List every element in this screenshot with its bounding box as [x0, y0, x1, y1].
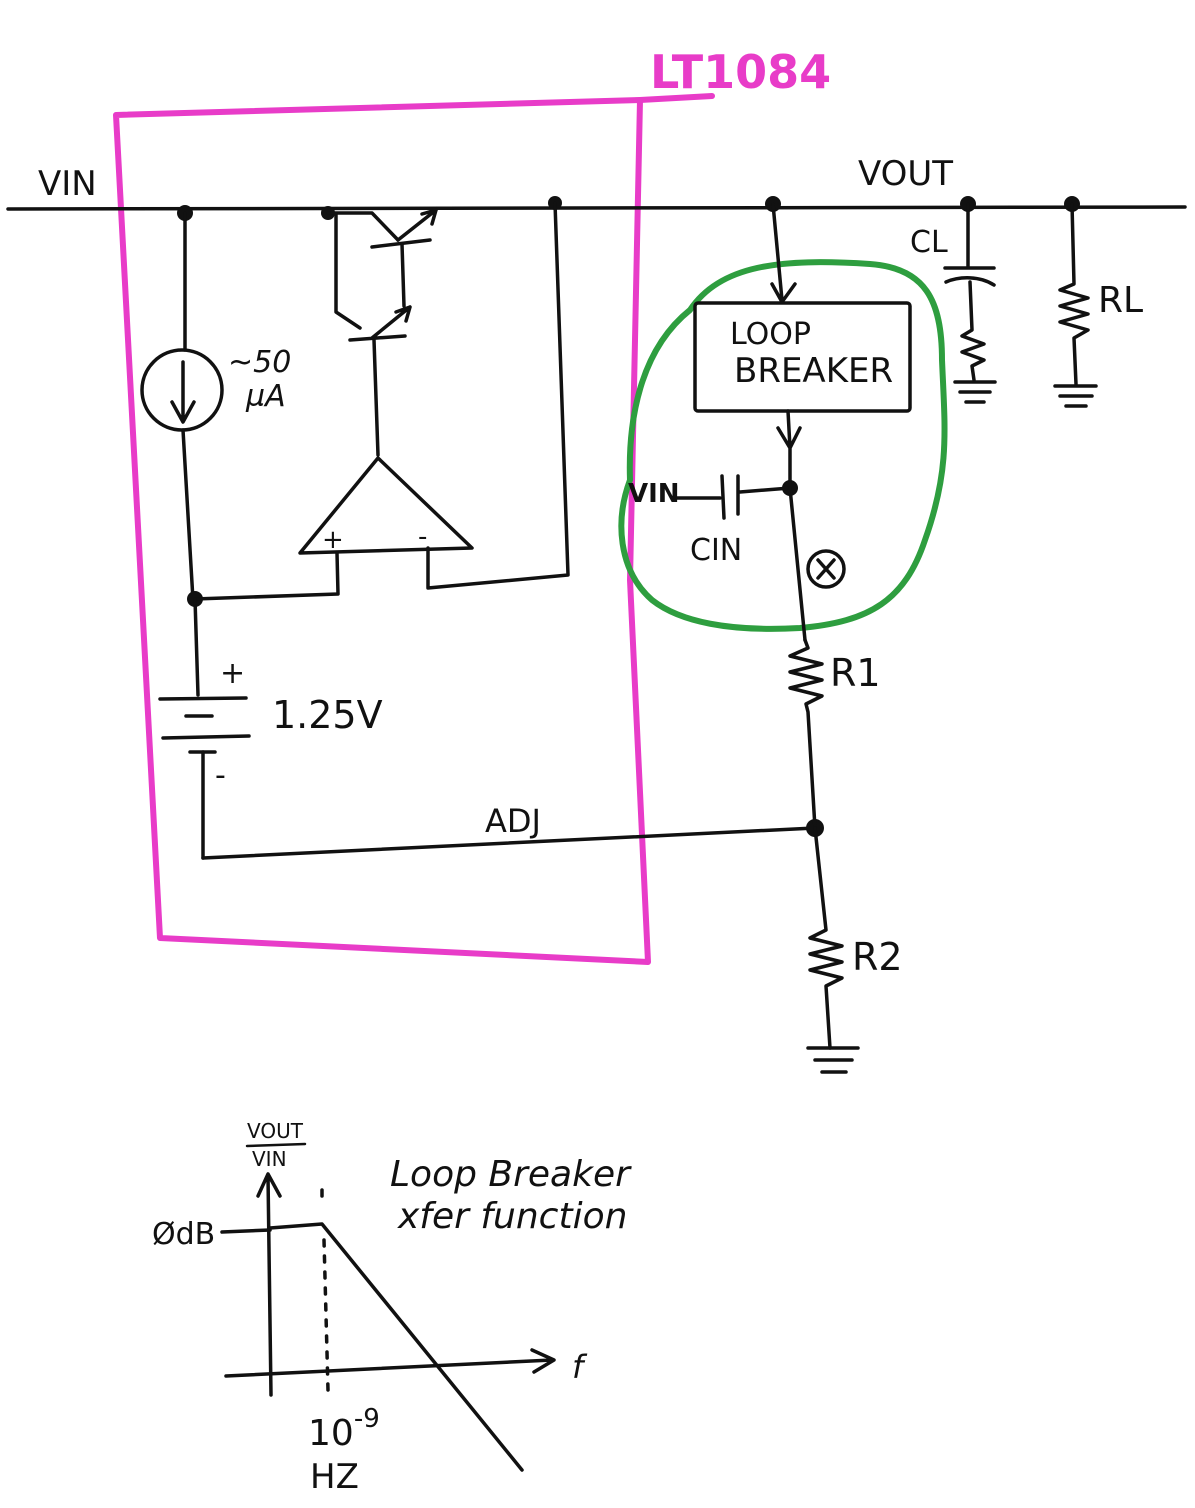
r1-resistor-icon — [788, 638, 824, 830]
current-source-arrow — [170, 360, 196, 424]
error-amp-minus-wire — [426, 201, 570, 590]
cl-ground-icon — [953, 380, 997, 404]
transistor-q1-icon — [370, 208, 438, 249]
transistor-q2-icon — [348, 242, 412, 342]
breaker-to-r1-wire — [788, 486, 807, 642]
adj-wire — [201, 826, 817, 860]
error-amp-minus: - — [418, 522, 427, 552]
reference-wire-top — [193, 597, 200, 697]
r2-label: R2 — [852, 935, 903, 979]
probe-point-icon — [806, 549, 846, 589]
darlington-collector-wire — [326, 211, 400, 330]
r1-label: R1 — [830, 651, 881, 695]
graph-zero-db-label: ØdB — [152, 1217, 215, 1252]
cin-capacitor-icon — [675, 474, 792, 520]
graph-y-label-bottom: VIN — [252, 1147, 287, 1171]
graph-y-axis — [256, 1172, 282, 1397]
darlington-base-wire — [372, 338, 380, 457]
cl-label: CL — [910, 225, 948, 260]
battery-minus: - — [215, 758, 226, 793]
vin-net-label: VIN — [38, 164, 97, 204]
rl-resistor-icon — [1058, 202, 1090, 386]
loop-breaker-box — [693, 301, 912, 413]
graph-x-label: f — [572, 1348, 588, 1386]
error-amp-icon — [298, 456, 474, 555]
graph-corner-unit: HZ — [310, 1457, 359, 1497]
reference-voltage: 1.25V — [272, 693, 383, 737]
graph-caption-line2: xfer function — [397, 1196, 627, 1237]
battery-plus: + — [220, 656, 245, 691]
main-rail — [6, 205, 1187, 211]
graph-zero-db-tick — [220, 1228, 272, 1234]
battery-icon — [158, 696, 251, 754]
chip-outline-tab — [637, 93, 715, 103]
current-source-wire-lower — [181, 428, 195, 602]
error-amp-plus: + — [322, 525, 344, 555]
rl-label: RL — [1098, 280, 1143, 321]
error-amp-plus-wire — [193, 551, 340, 601]
r2-ground-icon — [806, 1046, 860, 1074]
graph-corner-freq: 10-9 — [308, 1404, 380, 1454]
graph-caption-line1: Loop Breaker — [390, 1154, 632, 1195]
loop-breaker-vin-label: VIN — [628, 479, 680, 509]
loop-breaker-label-2: BREAKER — [734, 351, 893, 391]
graph-corner-marker — [320, 1188, 330, 1392]
r2-resistor-wire — [808, 826, 844, 1050]
chip-outline — [113, 97, 651, 965]
breaker-output-wire — [776, 409, 802, 490]
graph-x-axis — [224, 1348, 556, 1378]
current-source-unit: µA — [245, 379, 286, 414]
adj-net-label: ADJ — [485, 802, 541, 840]
loop-breaker-outline — [618, 259, 948, 632]
cin-label: CIN — [690, 533, 742, 568]
rl-ground-icon — [1053, 384, 1098, 408]
graph-transfer-curve — [268, 1222, 524, 1472]
graph-y-label-fraction-bar — [245, 1142, 307, 1148]
chip-part-number: LT1084 — [650, 45, 831, 99]
cl-capacitor-icon — [943, 202, 996, 382]
loop-breaker-label-1: LOOP — [730, 317, 811, 352]
vout-to-breaker-wire — [770, 202, 797, 304]
probe-x-mark — [816, 558, 836, 580]
vout-net-label: VOUT — [858, 154, 953, 194]
graph-y-label-top: VOUT — [247, 1119, 304, 1143]
current-source-value: ~50 — [228, 345, 291, 380]
